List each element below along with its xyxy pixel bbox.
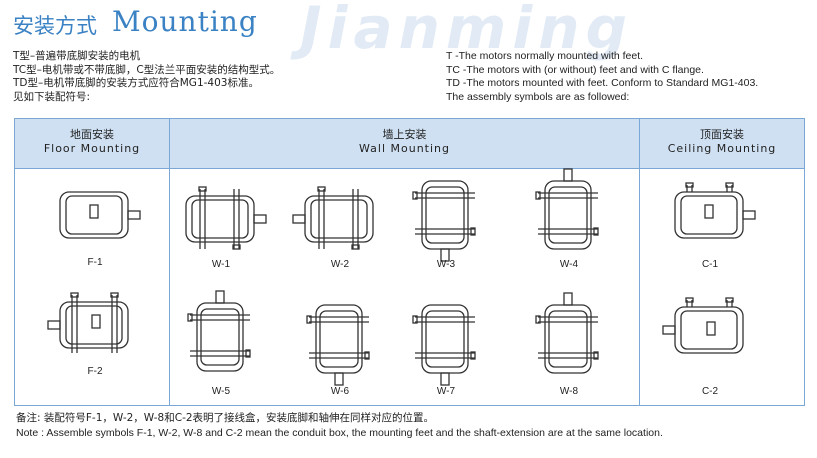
divider [169,119,170,405]
label-c2: C-2 [701,386,719,397]
motor-w6-icon [306,304,370,386]
intro-line: TC -The motors with (or without) feet an… [446,63,704,76]
label-w8: W-8 [559,386,579,397]
label-w5: W-5 [211,386,231,397]
ceiling-header-en: Ceiling Mounting [667,142,777,155]
label-w6: W-6 [330,386,350,397]
motor-w3-icon [412,180,476,262]
label-w4: W-4 [559,259,579,270]
header-divider [15,168,804,169]
floor-header-en: Floor Mounting [43,142,141,155]
label-w7: W-7 [436,386,456,397]
label-w2: W-2 [330,259,350,270]
intro-line: TC型–电机带或不带底脚，C型法兰平面安装的结构型式。 [13,63,281,76]
page-title-en: Mounting [112,5,258,38]
motor-f2-icon [47,292,129,353]
motor-w1-icon [185,186,267,250]
intro-line: The assembly symbols are as followed: [446,90,630,103]
divider [639,119,640,405]
footnote-cn: 备注: 装配符号F-1，W-2，W-8和C-2表明了接线盒，安装底脚和轴伸在同样… [16,412,435,424]
label-c1: C-1 [701,259,719,270]
page-title-cn: 安装方式 [13,14,97,38]
intro-english: T -The motors normally mounted with feet… [446,50,758,104]
intro-chinese: T型–普遍带底脚安装的电机 TC型–电机带或不带底脚，C型法兰平面安装的结构型式… [13,50,280,104]
motor-w8-icon [535,292,599,374]
label-w3: W-3 [436,259,456,270]
wall-header-en: Wall Mounting [358,142,450,155]
intro-line: T -The motors normally mounted with feet… [446,50,644,62]
intro-line: 见如下装配符号: [13,90,91,103]
label-w1: W-1 [211,259,231,270]
footnote-en: Note : Assemble symbols F-1, W-2, W-8 an… [16,427,663,439]
motor-w4-icon [535,168,599,250]
motor-w2-icon [292,186,374,250]
ceiling-header: 顶面安装 Ceiling Mounting [640,119,804,168]
mounting-table: 地面安装 Floor Mounting 墙上安装 Wall Mounting 顶… [14,118,805,406]
intro-line: TD -The motors mounted with feet. Confor… [446,77,759,89]
label-f1: F-1 [87,257,103,268]
motor-w5-icon [187,290,251,372]
motor-c2-icon [662,297,744,354]
floor-header: 地面安装 Floor Mounting [15,119,169,168]
motor-w7-icon [412,304,476,386]
wall-header: 墙上安装 Wall Mounting [170,119,639,168]
intro-line: TD型–电机带底脚的安装方式应符合MG1-403标准。 [13,77,259,89]
footnote: 备注: 装配符号F-1，W-2，W-8和C-2表明了接线盒，安装底脚和轴伸在同样… [16,411,663,441]
intro-line: T型–普遍带底脚安装的电机 [13,50,141,62]
wall-header-cn: 墙上安装 [382,128,427,141]
ceiling-header-cn: 顶面安装 [700,128,744,141]
motor-c1-icon [674,182,756,239]
floor-header-cn: 地面安装 [70,128,114,141]
label-f2: F-2 [87,366,103,377]
brand-watermark: Jianming [300,0,634,62]
motor-f1-icon [59,191,141,239]
